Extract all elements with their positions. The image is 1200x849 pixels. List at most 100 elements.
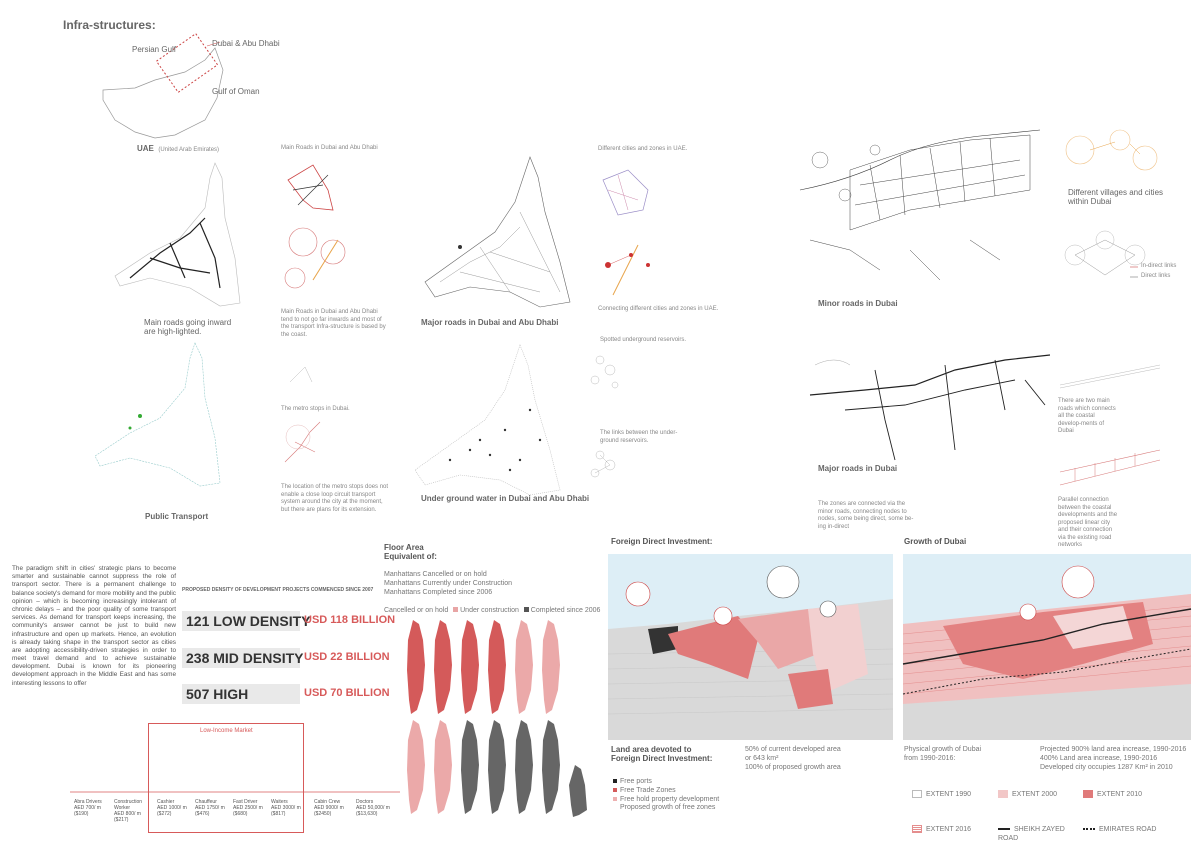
growth-map: [902, 554, 1192, 740]
fdi-stat-1: 50% of current developed area: [745, 746, 841, 753]
wage-job-wage: AED 2500/ m: [233, 805, 263, 811]
legend-extent-2010: EXTENT 2010: [1083, 790, 1142, 799]
wage-job-name: Waiters: [271, 799, 288, 805]
zones-connected-note: The zones are connected via the minor ro…: [818, 501, 914, 530]
intro-paragraph: The paradigm shift in cities' strategic …: [12, 565, 176, 687]
main-roads-inward-map: [114, 162, 241, 307]
wage-job-usd: ($817): [271, 811, 286, 817]
parallel-diagram: [1059, 449, 1161, 486]
floor-area-line-1: Manhattans Cancelled or on hold: [384, 571, 487, 578]
fdi-legend-item: Free Trade Zones: [613, 787, 719, 796]
manhattan-shape: [488, 720, 506, 814]
main-roads-note: Main Roads in Dubai and Abu Dhabi tend t…: [281, 309, 386, 338]
underground-water-caption: Under ground water in Dubai and Abu Dhab…: [421, 494, 590, 503]
cities-connect: Connecting different cities and zones in…: [598, 306, 719, 312]
density-mid-label: 238 MID DENSITY: [186, 650, 304, 666]
public-transport-caption: Public Transport: [145, 512, 209, 521]
wage-job-usd: ($2450): [314, 811, 332, 817]
wage-job-usd: ($190): [74, 811, 89, 817]
legend-completed: Completed since 2006: [530, 607, 601, 614]
wage-axis: [70, 791, 400, 793]
density-row-low: [182, 611, 300, 631]
fdi-stat-3: 100% of proposed growth area: [745, 764, 841, 771]
wage-job-wage: AED 1000/ m: [157, 805, 187, 811]
wage-job-usd: ($272): [157, 811, 172, 817]
villages-map: [1065, 129, 1158, 171]
parallel-note: Parallel connection between the coastal …: [1058, 497, 1118, 548]
uae-overview-map: [95, 32, 275, 150]
two-main-roads-note: There are two main roads which connects …: [1058, 398, 1116, 434]
uae-outline: [102, 32, 224, 139]
fdi-legend-item: Proposed growth of free zones: [620, 804, 716, 812]
fdi-legend-item: Free hold property development: [613, 796, 719, 805]
manhattan-shape: [461, 720, 479, 814]
wage-job-wage: AED 9000/ m: [314, 805, 344, 811]
wage-job-usd: ($476): [195, 811, 210, 817]
dubai-abu-dhabi-label: Dubai & Abu Dhabi: [212, 39, 280, 48]
page-title: Infra-structures:: [63, 18, 156, 32]
floor-area-legend: Cancelled or on hold Under construction …: [384, 606, 600, 615]
legend-sheikh-zayed: SHEIKH ZAYED ROAD: [998, 826, 1065, 843]
reservoirs-map: [590, 355, 619, 478]
major-roads-dubai-map: [809, 354, 1051, 461]
legend-cancelled: Cancelled or on hold: [384, 607, 449, 614]
wage-job-wage: AED 3000/ m: [271, 805, 301, 811]
minor-roads-caption: Minor roads in Dubai: [818, 299, 898, 308]
wage-job-name: Abra Drivers: [74, 799, 102, 805]
wage-job-usd: ($680): [233, 811, 248, 817]
manhattan-shape: [542, 620, 560, 714]
main-roads-dubai-map: [284, 164, 346, 289]
wage-job-name: Fast Driver: [233, 799, 258, 805]
manhattan-shape: [434, 620, 452, 714]
wage-job-usd: ($13,630): [356, 811, 378, 817]
wage-job-name: Cashier: [157, 799, 175, 805]
manhattan-shape: [407, 720, 425, 814]
manhattan-shape: [488, 620, 506, 714]
metro-stops-label: The metro stops in Dubai.: [281, 406, 350, 412]
two-roads-diagram: [1059, 364, 1161, 389]
density-mid-value: USD 22 BILLION: [304, 651, 390, 663]
manhattan-shape: [515, 620, 533, 714]
growth-proj-3: Developed city occupies 1287 Km² in 2010: [1040, 764, 1173, 771]
wage-job-usd: ($217): [114, 817, 129, 823]
legend-under-swatch: [453, 607, 459, 612]
growth-title: Growth of Dubai: [904, 537, 967, 546]
fdi-stat-2: or 643 km²: [745, 755, 779, 762]
uae-label: UAE: [137, 144, 154, 153]
cities-title: Different cities and zones in UAE.: [598, 146, 688, 152]
fdi-legend: Free ports Free Trade Zones Free hold pr…: [613, 778, 719, 813]
major-roads-uae-map: [424, 156, 571, 308]
low-income-box: [148, 723, 304, 833]
indirect-links-label: In-direct links: [1141, 263, 1177, 269]
low-income-title: Low-Income Market: [200, 728, 253, 734]
fdi-land-2: Foreign Direct Investment:: [611, 754, 713, 763]
links-diagram: [1064, 230, 1146, 278]
legend-extent-2000: EXTENT 2000: [998, 790, 1057, 799]
density-low-label: 121 LOW DENSITY: [186, 613, 311, 629]
reservoirs-label: Spotted underground reservoirs.: [600, 337, 687, 343]
metro-stops-map: [284, 366, 321, 463]
major-roads-caption: Major roads in Dubai and Abu Dhabi: [421, 318, 559, 327]
metro-note: The location of the metro stops does not…: [281, 484, 389, 513]
legend-extent-2016: EXTENT 2016: [912, 825, 971, 834]
cities-zones-map: [602, 169, 650, 296]
major-roads-dubai-caption: Major roads in Dubai: [818, 464, 898, 473]
floor-area-title-1: Floor Area: [384, 543, 424, 552]
growth-proj-1: Projected 900% land area increase, 1990-…: [1040, 746, 1187, 753]
fdi-legend-item: Free ports: [613, 778, 719, 787]
density-low-value: USD 118 BILLION: [304, 614, 396, 626]
wage-job-wage: AED 1750/ m: [195, 805, 225, 811]
wage-job-wage: AED 800/ m: [114, 811, 141, 817]
wage-job-name: Doctors: [356, 799, 374, 805]
wage-job-name: Construction Worker: [114, 799, 143, 811]
legend-completed-swatch: [523, 607, 529, 612]
villages-label: Different villages and cities within Dub…: [1068, 188, 1164, 206]
main-roads-title: Main Roads in Dubai and Abu Dhabi: [281, 145, 378, 151]
persian-gulf-label: Persian Gulf: [132, 45, 177, 54]
